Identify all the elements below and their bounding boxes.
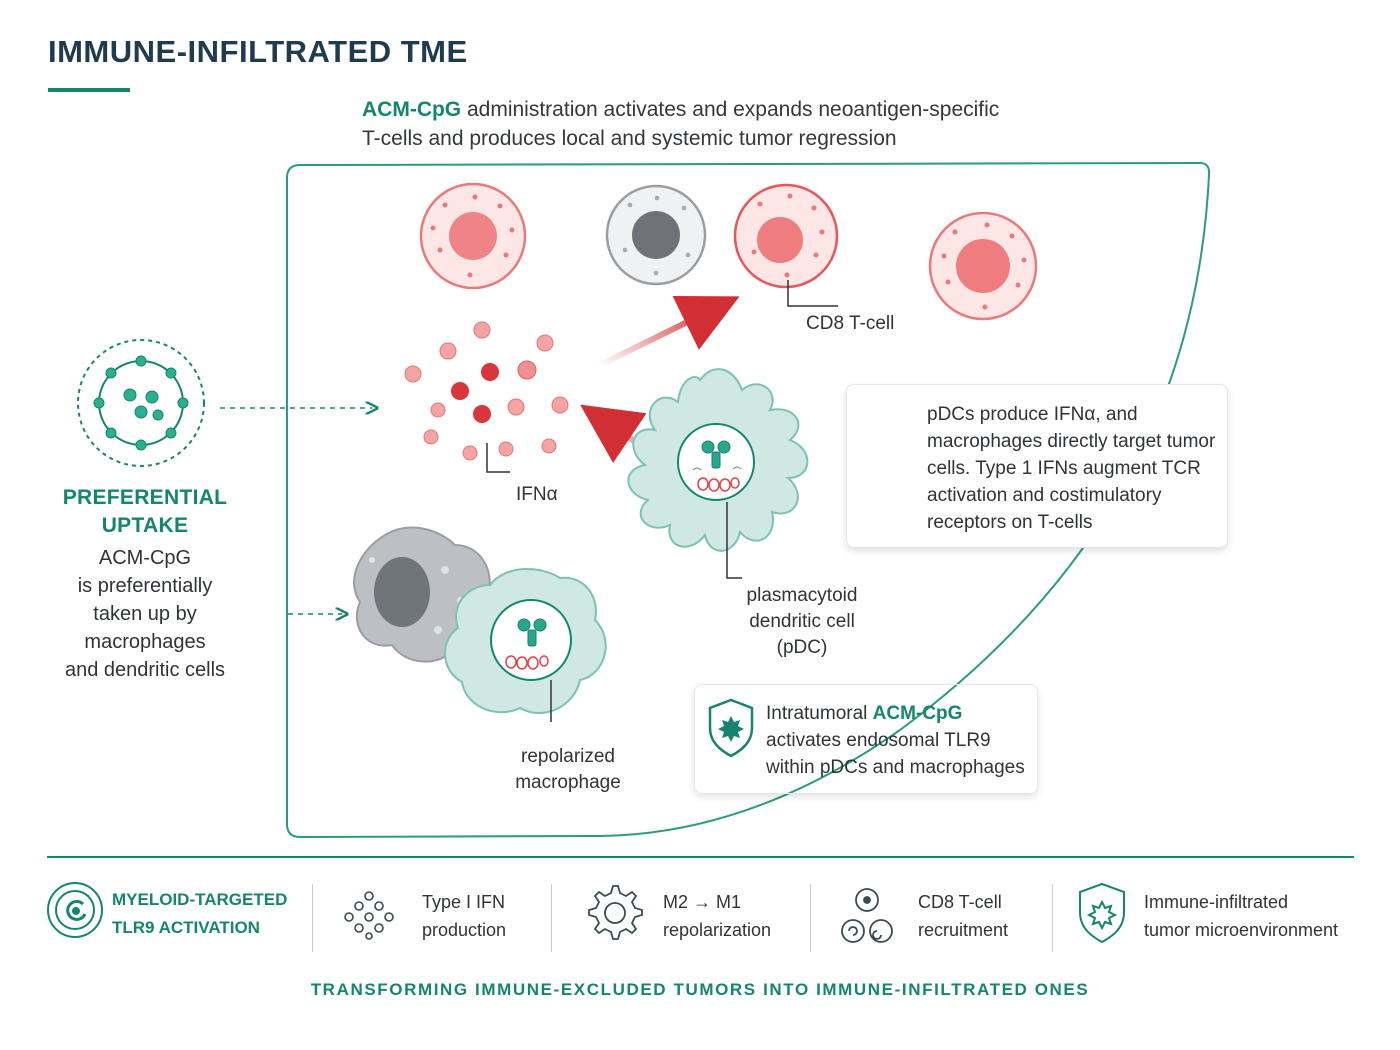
subtitle-drug-name: ACM-CpG	[362, 98, 462, 121]
cells-icon	[841, 888, 893, 943]
pdc-label-line: (pDC)	[776, 637, 828, 658]
macrophage-label-line: macrophage	[515, 772, 621, 793]
subtitle-text-2: T-cells and produces local and systemic …	[362, 127, 897, 150]
tcell-cd8	[733, 183, 839, 289]
card-line: activates endosomal TLR9	[766, 730, 991, 751]
footer-item-tlr9: MYELOID-TARGETED TLR9 ACTIVATION	[112, 886, 287, 942]
card-line: receptors on T-cells	[927, 512, 1093, 533]
footer-item-ifn: Type I IFN production	[422, 888, 506, 944]
card-line: pDCs produce IFNα, and	[927, 404, 1138, 425]
body-line: is preferentially	[77, 575, 213, 597]
card-line: within pDCs and macrophages	[766, 757, 1025, 778]
tme-diagram	[77, 161, 1211, 839]
footer-line: M2 → M1	[663, 892, 742, 912]
tlr9-info-card: Intratumoral ACM-CpG activates endosomal…	[694, 684, 1038, 794]
cd8-leader	[787, 280, 838, 307]
heading-line-1: PREFERENTIAL	[62, 486, 228, 509]
pdc-label: plasmacytoid dendritic cell (pDC)	[742, 583, 862, 661]
card-line: Intratumoral	[766, 703, 873, 724]
pdc-leader	[726, 502, 742, 579]
body-line: and dendritic cells	[64, 659, 226, 681]
shield-icon	[1079, 882, 1125, 944]
body-line: taken up by	[93, 603, 197, 625]
footer-line: production	[422, 920, 507, 940]
footer-separator	[810, 884, 811, 952]
card-line: cells. Type 1 IFNs augment TCR	[927, 458, 1201, 479]
preferential-uptake-heading: PREFERENTIAL UPTAKE	[40, 484, 250, 540]
cd8-tcell-label: CD8 T-cell	[806, 313, 895, 334]
ifn-leader	[486, 443, 510, 473]
tcell-4	[928, 211, 1038, 321]
target-swirl-icon	[47, 882, 103, 938]
tme-boundary	[286, 161, 1211, 839]
card-line: macrophages directly target tumor	[927, 431, 1216, 452]
footer-item-recruitment: CD8 T-cell recruitment	[918, 888, 1008, 944]
footer-line: tumor microenvironment	[1144, 920, 1339, 940]
footer-item-repolarization: M2 → M1 repolarization	[663, 888, 771, 944]
pdc-info-text: pDCs produce IFNα, and macrophages direc…	[927, 401, 1227, 536]
gear-icon	[588, 885, 643, 940]
footer-separator	[551, 884, 552, 952]
footer-line: Immune-infiltrated	[1144, 892, 1289, 912]
arrow-to-tcells	[598, 295, 740, 368]
page-title: IMMUNE-INFILTRATED TME	[48, 34, 468, 69]
ifn-alpha-label: IFNα	[516, 484, 558, 505]
footer-icons	[47, 882, 1125, 944]
ifn-particles	[404, 321, 569, 461]
heading-line-2: UPTAKE	[101, 514, 189, 537]
footer-line: TLR9 ACTIVATION	[112, 918, 260, 937]
footer-separator	[1052, 884, 1053, 952]
footer-line: recruitment	[918, 920, 1009, 940]
pdc-label-line: plasmacytoid	[746, 585, 858, 606]
tcell-1	[419, 182, 527, 290]
tcell-gray	[605, 184, 707, 286]
tlr9-info-text: Intratumoral ACM-CpG activates endosomal…	[766, 700, 1036, 781]
body-line: macrophages	[84, 631, 206, 653]
footer-line: Type I IFN	[422, 892, 506, 912]
card-drug-name: ACM-CpG	[872, 703, 963, 724]
footer-item-tme: Immune-infiltrated tumor microenvironmen…	[1144, 888, 1338, 944]
footer-tagline: TRANSFORMING IMMUNE-EXCLUDED TUMORS INTO…	[310, 980, 1090, 999]
card-line: activation and costimulatory	[927, 485, 1162, 506]
title-underline	[48, 88, 130, 92]
footer-line: MYELOID-TARGETED	[112, 890, 288, 909]
preferential-uptake-body: ACM-CpG is preferentially taken up by ma…	[40, 544, 250, 684]
macrophage-label-line: repolarized	[521, 746, 615, 767]
pdc-label-line: dendritic cell	[749, 611, 855, 632]
footer-divider	[47, 856, 1354, 858]
body-line: ACM-CpG	[98, 547, 192, 569]
pdc-cell	[627, 368, 809, 552]
footer-line: repolarization	[663, 920, 772, 940]
subtitle-text-1: administration activates and expands neo…	[461, 98, 1000, 121]
dots-icon	[344, 891, 394, 940]
footer-line: CD8 T-cell	[918, 892, 1002, 912]
macrophage-label: repolarized macrophage	[500, 744, 636, 796]
shield-activation-icon	[708, 698, 754, 758]
acm-cpg-nanoparticle	[77, 339, 205, 467]
pdc-info-card: pDCs produce IFNα, and macrophages direc…	[846, 384, 1228, 548]
repolarized-macrophage	[444, 568, 607, 714]
footer-separator	[312, 884, 313, 952]
page-subtitle: ACM-CpG administration activates and exp…	[362, 95, 1062, 153]
